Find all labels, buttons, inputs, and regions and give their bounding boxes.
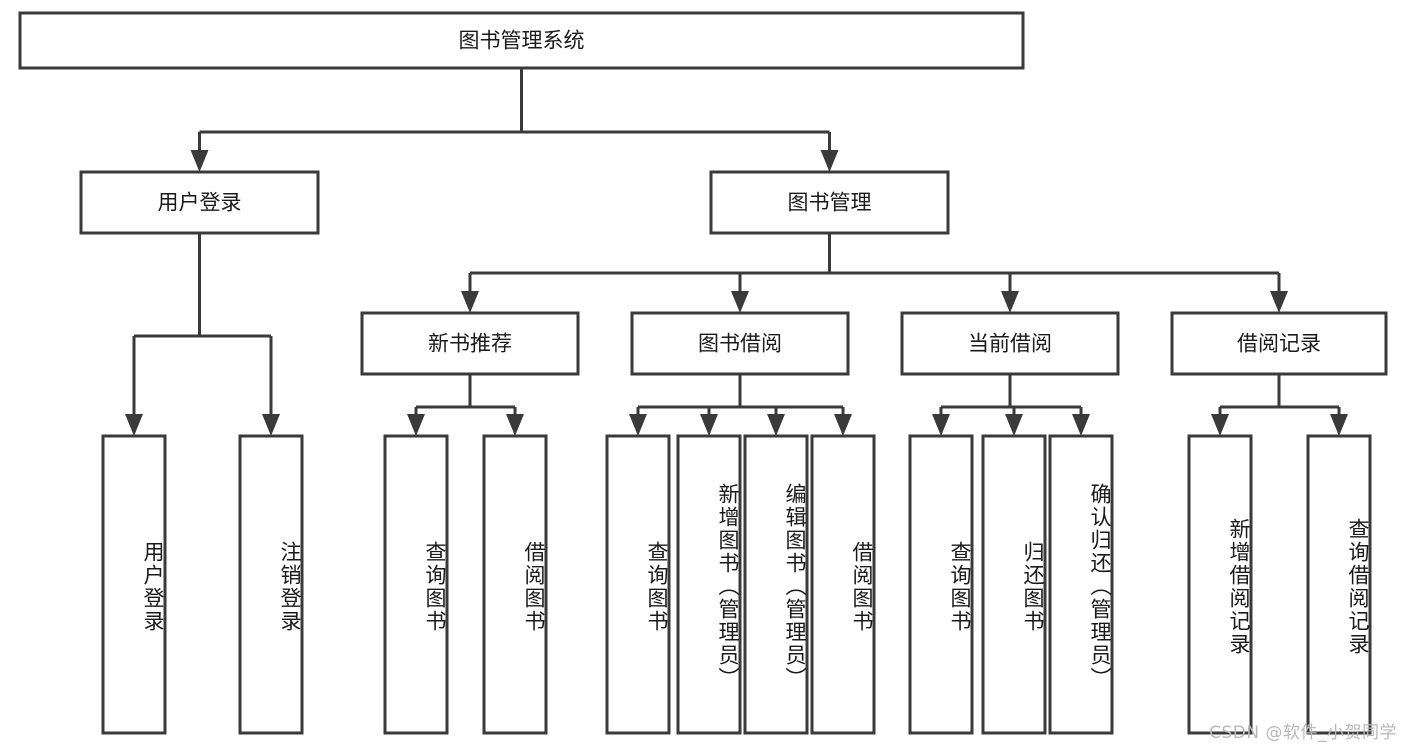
node-level3-label-1: 图书借阅 [698,332,782,356]
node-level3-box-0[interactable] [360,311,580,376]
leaf-box-11[interactable] [1187,434,1253,735]
arrow-head-icon [190,150,209,172]
leaf-box-10[interactable] [1048,434,1114,735]
arrow-head-icon [262,414,280,436]
leaf-box-2[interactable] [383,434,449,735]
arrow-head-icon [1005,414,1023,436]
arrow-head-icon [820,150,839,172]
arrow-head-icon [1211,414,1229,436]
arrow-head-icon [932,414,950,436]
node-level3-label-3: 借阅记录 [1237,332,1321,356]
node-level3-label-0: 新书推荐 [428,332,512,356]
arrow-head-icon [700,414,718,436]
arrow-head-icon [834,414,852,436]
arrow-head-icon [461,291,479,313]
leaf-box-12[interactable] [1306,434,1372,735]
node-level2-box-0[interactable] [79,170,320,235]
node-level3-label-2: 当前借阅 [968,332,1052,356]
arrow-head-icon [767,414,785,436]
node-level3-box-2[interactable] [900,311,1120,376]
arrow-head-icon [125,414,143,436]
leaf-box-5[interactable] [676,434,742,735]
arrow-head-icon [407,414,425,436]
leaf-box-8[interactable] [908,434,974,735]
node-boxes-layer [18,11,1388,735]
connectors-layer [125,68,1348,436]
node-level3-box-3[interactable] [1170,311,1388,376]
watermark: CSDN @软件_小贺同学 [1209,723,1397,743]
leaf-box-3[interactable] [482,434,548,735]
leaf-box-7[interactable] [810,434,876,735]
leaf-box-6[interactable] [743,434,809,735]
arrow-head-icon [506,414,524,436]
arrow-head-icon [1072,414,1090,436]
arrow-head-icon [1270,291,1288,313]
leaf-box-1[interactable] [238,434,304,735]
node-level3-box-1[interactable] [630,311,850,376]
node-level2-label-0: 用户登录 [158,191,242,215]
arrow-head-icon [731,291,749,313]
node-root-box[interactable] [18,11,1025,70]
arrow-head-icon [1001,291,1019,313]
arrow-head-icon [629,414,647,436]
leaf-box-0[interactable] [101,434,167,735]
leaf-box-4[interactable] [605,434,671,735]
node-root-label: 图书管理系统 [459,29,585,53]
arrow-head-icon [1330,414,1348,436]
node-level2-label-1: 图书管理 [788,191,872,215]
leaf-box-9[interactable] [981,434,1047,735]
node-level2-box-1[interactable] [709,170,950,235]
